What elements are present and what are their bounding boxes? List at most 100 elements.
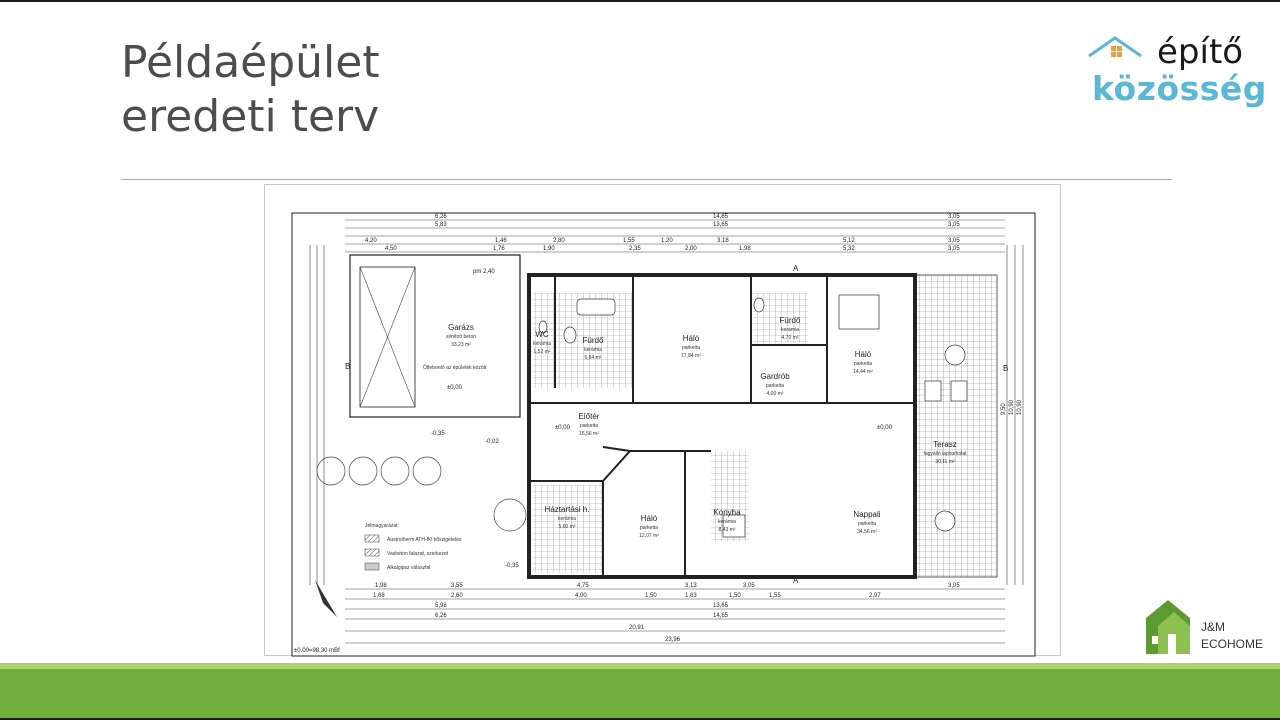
dim-value: 2,00 <box>685 246 697 252</box>
section-label: A <box>793 264 799 273</box>
room-name: Konyha <box>713 508 741 517</box>
dim-value: 13,65 <box>713 222 729 228</box>
legend-item-2: Vasbeton falazat, szerkezet <box>387 551 449 557</box>
dim-value: 3,05 <box>948 222 960 228</box>
dim-value: 3,05 <box>743 583 755 589</box>
section-label: B <box>1003 364 1008 373</box>
room-name: Terasz <box>933 440 957 449</box>
room-area: 17,84 m² <box>681 353 701 359</box>
terrace-tiling <box>914 274 998 578</box>
dim-value: 1,68 <box>373 593 385 599</box>
dim-value: 5,83 <box>435 222 447 228</box>
legend: Jelmagyarázat: Austrotherm ATH-80 hőszig… <box>364 523 462 571</box>
dim-value: 2,80 <box>553 238 565 244</box>
logo-word-kozosseg: közösség <box>1092 69 1267 108</box>
room-area: 8,43 m² <box>719 527 736 533</box>
level-mark: ±0,00 <box>877 425 893 431</box>
dim-value: 9,50 <box>1001 403 1007 415</box>
room-area: 14,44 m² <box>853 369 873 375</box>
logo-word-epito: építő <box>1157 32 1244 72</box>
dim-value: 1,50 <box>729 593 741 599</box>
title-line-2: eredeti terv <box>121 91 380 142</box>
dim-value: 4,20 <box>365 238 377 244</box>
legend-title: Jelmagyarázat: <box>365 523 399 529</box>
dim-value: 1,20 <box>661 238 673 244</box>
level-markers: ±0,00 ±0,00 ±0,00 -0,35 -0,02 -0,35 pm 2… <box>431 269 893 569</box>
room-floor: kerámia <box>584 347 602 353</box>
room-floor: parketta <box>858 521 876 527</box>
room-floor: parketta <box>580 423 598 429</box>
house-outer-walls <box>527 273 917 579</box>
room-area: 30,11 m² <box>935 459 955 465</box>
dim-value: 4,75 <box>577 583 589 589</box>
dim-value: 3,05 <box>948 238 960 244</box>
slide-title: Példaépület eredeti terv <box>121 36 721 144</box>
dim-value: 1,98 <box>739 246 751 252</box>
room-floor: kerámia <box>533 341 551 347</box>
dim-value: 1,55 <box>623 238 635 244</box>
dim-value: 10,90 <box>1009 399 1015 415</box>
dim-value: 2,60 <box>451 593 463 599</box>
dim-value: 23,96 <box>665 637 681 643</box>
utility-tiles <box>533 485 603 573</box>
planting-circles <box>316 456 527 532</box>
dim-value: 1,76 <box>493 246 505 252</box>
room-area: 33,23 m² <box>451 342 471 348</box>
legend-item-1: Austrotherm ATH-80 hőszigetelés <box>387 537 462 543</box>
room-name: Fürdő <box>583 336 604 345</box>
dim-value: 1,98 <box>375 583 387 589</box>
room-name: WC <box>535 330 549 339</box>
room-floor: kerámia <box>781 327 799 333</box>
dim-value: 1,90 <box>543 246 555 252</box>
dim-value: 1,63 <box>685 593 697 599</box>
dim-value: 4,50 <box>385 246 397 252</box>
dim-value: 2,35 <box>629 246 641 252</box>
bottom-dimension-values: 1,98 3,55 4,75 3,13 3,05 3,05 1,68 2,60 … <box>373 583 960 643</box>
section-markers: A A B B <box>345 264 1008 585</box>
house-icon <box>1088 36 1142 58</box>
dim-value: 3,05 <box>948 214 960 220</box>
dim-value: 14,65 <box>713 214 729 220</box>
top-dimension-values: 6,26 14,65 3,05 5,83 13,65 3,05 4,20 1,4… <box>365 214 960 252</box>
jm-ecohome-logo: J&M ECOHOME <box>1144 596 1280 660</box>
side-dimension-lines <box>309 245 1024 585</box>
floor-plan: Jelmagyarázat: Austrotherm ATH-80 hőszig… <box>264 184 1061 657</box>
dim-value: 20,91 <box>629 625 645 631</box>
dim-value: 3,55 <box>451 583 463 589</box>
room-area: 1,52 m² <box>534 349 551 355</box>
room-name: Fürdő <box>780 316 801 325</box>
bottom-dimension-lines <box>345 588 1005 644</box>
demolish-note: Ötlebontó az épületek között <box>423 364 487 371</box>
dim-value: 5,32 <box>843 246 855 252</box>
garage-pit <box>359 266 416 408</box>
top-border <box>0 0 1280 2</box>
room-area: 34,56 m² <box>857 529 877 535</box>
jm-logo-line1: J&M <box>1201 620 1225 634</box>
room-floor: fagyálló lapburkolat <box>923 451 967 457</box>
room-name: Garázs <box>448 323 474 332</box>
room-name: Háló <box>641 514 658 523</box>
sheet-border <box>291 212 1036 657</box>
elevation-reference: ±0,00=98,30 mBf <box>294 648 340 654</box>
room-name: Gardrób <box>760 372 790 381</box>
room-floor: parketta <box>682 345 700 351</box>
top-dimension-lines <box>345 219 1005 253</box>
dim-value: 5,98 <box>435 603 447 609</box>
dim-value: 4,00 <box>575 593 587 599</box>
jm-logo-line2: ECOHOME <box>1201 637 1264 651</box>
room-area: 5,84 m² <box>585 355 602 361</box>
terrace-furniture <box>924 344 968 532</box>
footer-band-highlight <box>0 663 1280 669</box>
side-dimension-values: 10,90 9,50 10,90 <box>1001 399 1023 415</box>
room-floor: parketta <box>766 383 784 389</box>
room-floor: parketta <box>640 525 658 531</box>
room-name: Nappali <box>853 510 880 519</box>
legend-item-3: Alkalgipsz válaszfal <box>387 565 430 571</box>
room-area: 16,56 m² <box>579 431 599 437</box>
room-floor: parketta <box>854 361 872 367</box>
bottom-border <box>0 718 1280 720</box>
level-mark: -0,35 <box>431 431 445 437</box>
sanitary-fixtures <box>538 294 880 538</box>
epito-kozosseg-logo: építő közösség <box>1085 32 1266 112</box>
dim-value: 6,26 <box>435 214 447 220</box>
